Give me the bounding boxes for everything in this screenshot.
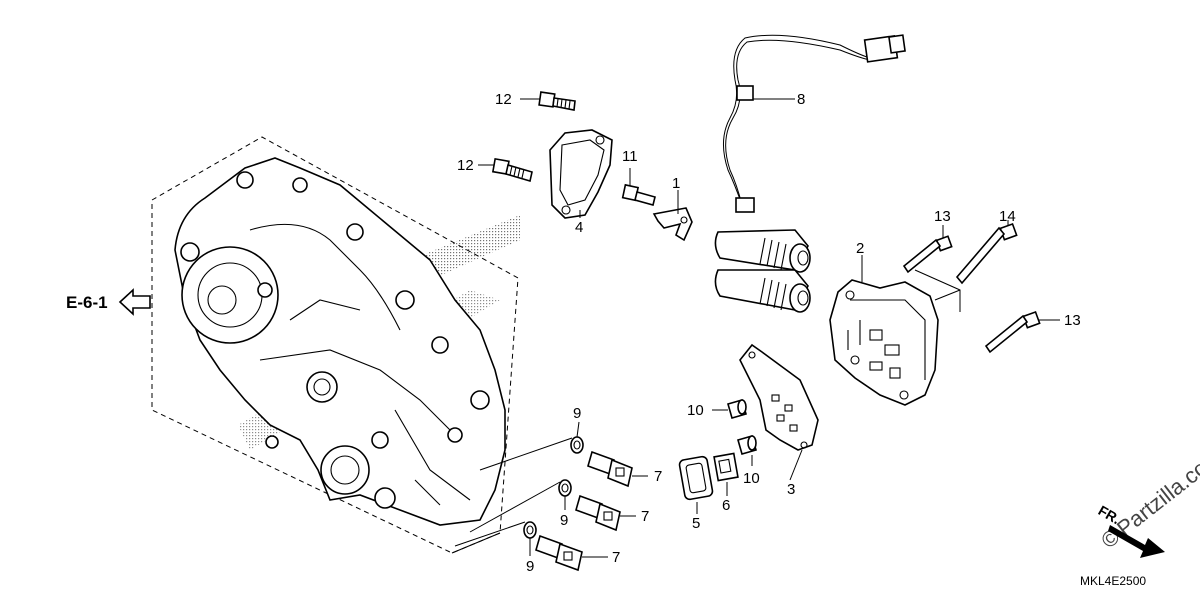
callout-12-lower[interactable]: 12 bbox=[457, 157, 474, 174]
callout-3[interactable]: 3 bbox=[787, 481, 795, 498]
callout-13-upper[interactable]: 13 bbox=[934, 208, 951, 225]
callout-5[interactable]: 5 bbox=[692, 515, 700, 532]
bolt-13-upper[interactable] bbox=[902, 235, 953, 274]
callout-7-lower[interactable]: 7 bbox=[612, 549, 620, 566]
callout-9-middle[interactable]: 9 bbox=[560, 512, 568, 529]
o-ring-9-lower[interactable] bbox=[523, 521, 537, 539]
callout-10-lower[interactable]: 10 bbox=[743, 470, 760, 487]
separator-plate-3[interactable] bbox=[739, 343, 819, 451]
dowel-10-lower[interactable] bbox=[737, 435, 757, 455]
bolt-13-right[interactable] bbox=[984, 310, 1041, 354]
valve-body-2[interactable] bbox=[829, 279, 939, 406]
o-ring-9-middle[interactable] bbox=[558, 479, 572, 497]
bolt-12-upper[interactable] bbox=[538, 91, 576, 111]
callout-13-right[interactable]: 13 bbox=[1064, 312, 1081, 329]
bracket-1[interactable] bbox=[652, 207, 693, 242]
callout-8[interactable]: 8 bbox=[797, 91, 805, 108]
sensor-7-middle[interactable] bbox=[575, 494, 621, 532]
cover-4[interactable] bbox=[549, 129, 613, 219]
o-ring-9-upper[interactable] bbox=[570, 436, 584, 454]
front-arrow-icon bbox=[1108, 525, 1165, 558]
callout-11[interactable]: 11 bbox=[622, 148, 638, 165]
dowel-10-upper[interactable] bbox=[727, 399, 747, 419]
callout-2[interactable]: 2 bbox=[856, 240, 864, 257]
callout-9-lower[interactable]: 9 bbox=[526, 558, 534, 575]
sensor-7-lower[interactable] bbox=[535, 534, 583, 572]
callout-4[interactable]: 4 bbox=[575, 219, 583, 236]
callout-9-upper[interactable]: 9 bbox=[573, 405, 581, 422]
callout-7-upper[interactable]: 7 bbox=[654, 468, 662, 485]
bolt-11[interactable] bbox=[621, 183, 656, 206]
transmission-cover-assembly bbox=[151, 136, 520, 554]
callout-1[interactable]: 1 bbox=[672, 175, 680, 192]
watermark: © Partzilla.com bbox=[1096, 444, 1200, 554]
reference-arrow-label: E-6-1 bbox=[66, 293, 108, 312]
callout-12-upper[interactable]: 12 bbox=[495, 91, 512, 108]
watermark-text: Partzilla.com bbox=[1112, 444, 1200, 541]
filter-6[interactable] bbox=[713, 452, 739, 482]
callout-7-middle[interactable]: 7 bbox=[641, 508, 649, 525]
bolt-14[interactable] bbox=[955, 222, 1018, 285]
callout-14[interactable]: 14 bbox=[999, 208, 1016, 225]
harness-8[interactable] bbox=[723, 34, 906, 213]
left-arrow-icon bbox=[118, 288, 151, 316]
callout-6[interactable]: 6 bbox=[722, 497, 730, 514]
sensor-7-upper[interactable] bbox=[587, 450, 633, 488]
reference-arrow[interactable]: E-6-1 bbox=[66, 288, 151, 316]
callout-labels: 1 2 3 4 5 6 7 7 7 8 9 9 9 10 10 11 12 12… bbox=[457, 91, 1081, 575]
gasket-5[interactable] bbox=[678, 455, 714, 501]
solenoid-valves[interactable] bbox=[714, 229, 811, 313]
reference-code: MKL4E2500 bbox=[1080, 574, 1146, 588]
leader-lines bbox=[451, 98, 1060, 558]
callout-10-upper[interactable]: 10 bbox=[687, 402, 704, 419]
bolt-12-lower[interactable] bbox=[491, 157, 533, 183]
